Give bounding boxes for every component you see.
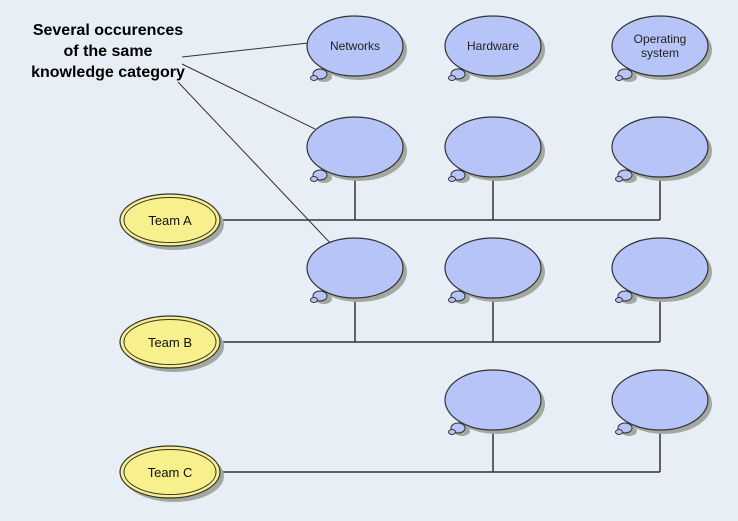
team-oval [119, 315, 221, 369]
bubble-body [611, 116, 709, 178]
team-category-bubble[interactable] [444, 369, 545, 436]
annotation-line: Several occurences [32, 22, 184, 39]
team-category-bubble[interactable] [611, 237, 712, 304]
bubble-body [611, 369, 709, 431]
annotation-line: of the same [63, 43, 153, 60]
connectors [177, 42, 661, 473]
category-label: system [641, 46, 679, 60]
team-oval-inner [123, 319, 217, 365]
bubble-body [444, 15, 542, 77]
bubble-tail-small [448, 429, 456, 435]
annotation-line: knowledge category [31, 64, 185, 81]
team-category-bubble[interactable] [611, 369, 712, 436]
team-oval-inner [123, 197, 217, 243]
category-header-hardware[interactable]: Hardware [444, 15, 545, 82]
bubble-tail-small [448, 297, 456, 303]
team-category-bubble[interactable] [306, 116, 407, 183]
bubble-body [611, 15, 709, 77]
bubble-body [444, 237, 542, 299]
bubble-body [306, 15, 404, 77]
annotation-text: Several occurences of the same knowledge… [8, 20, 208, 83]
bubble-body [306, 116, 404, 178]
annotation-pointer [181, 63, 316, 130]
bubble-tail-small [615, 297, 623, 303]
team-oval [119, 445, 221, 499]
team-category-bubble[interactable] [444, 237, 545, 304]
category-label: Hardware [467, 39, 519, 53]
bubble-body [444, 369, 542, 431]
bubble-tail-small [448, 75, 456, 81]
annotation-pointer [181, 42, 309, 58]
bubble-tail-small [615, 429, 623, 435]
team-category-bubble[interactable] [611, 116, 712, 183]
category-label: Operating [634, 32, 687, 46]
bubble-body [444, 116, 542, 178]
team-node-team-c[interactable]: Team C [119, 445, 224, 502]
bubble-body [611, 237, 709, 299]
bubble-tail-small [310, 297, 318, 303]
category-header-networks[interactable]: Networks [306, 15, 407, 82]
team-category-bubble[interactable] [306, 237, 407, 304]
bubble-tail-small [310, 75, 318, 81]
team-category-bubble[interactable] [444, 116, 545, 183]
bubble-tail-small [615, 176, 623, 182]
bubble-tail-small [310, 176, 318, 182]
team-node-team-a[interactable]: Team A [119, 193, 224, 250]
bubble-tail-small [615, 75, 623, 81]
team-node-team-b[interactable]: Team B [119, 315, 224, 372]
bubble-tail-small [448, 176, 456, 182]
category-label: Networks [330, 39, 380, 53]
team-label: Team C [148, 465, 193, 480]
team-label: Team A [148, 213, 192, 228]
team-label: Team B [148, 335, 192, 350]
annotation-pointer [177, 81, 334, 247]
team-oval [119, 193, 221, 247]
team-oval-inner [123, 449, 217, 495]
bubble-body [306, 237, 404, 299]
